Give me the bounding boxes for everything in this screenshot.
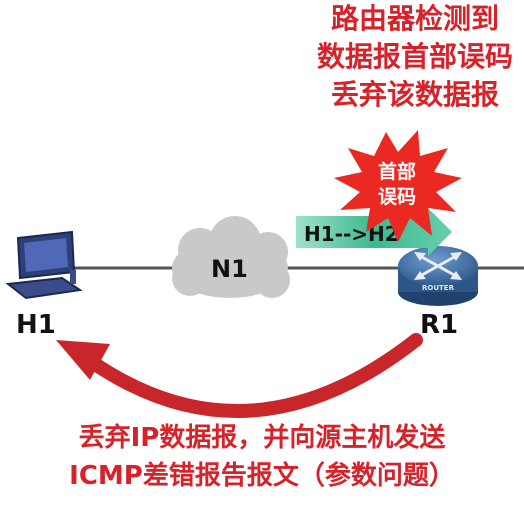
cloud-n1 <box>172 216 290 298</box>
caption-line-1: 丢弃IP数据报，并向源主机发送 <box>78 423 446 453</box>
return-arrow <box>56 333 423 419</box>
burst-line-1: 首部 <box>378 160 416 183</box>
packet-label: H1-->H2 <box>304 222 399 246</box>
title-line-2: 数据报首部误码 <box>316 40 513 73</box>
network-label: N1 <box>211 255 248 283</box>
router-badge: ROUTER <box>422 284 455 292</box>
title-line-1: 路由器检测到 <box>330 2 499 35</box>
router-icon: ROUTER <box>398 246 478 306</box>
burst-line-2: 误码 <box>378 186 416 208</box>
error-burst: 首部 误码 <box>334 130 462 242</box>
router-label: R1 <box>420 310 459 340</box>
computer-icon <box>5 230 83 300</box>
host-label: H1 <box>16 310 56 340</box>
caption-line-2: ICMP差错报告报文（参数问题） <box>69 461 455 491</box>
title-line-3: 丢弃该数据报 <box>330 78 499 111</box>
